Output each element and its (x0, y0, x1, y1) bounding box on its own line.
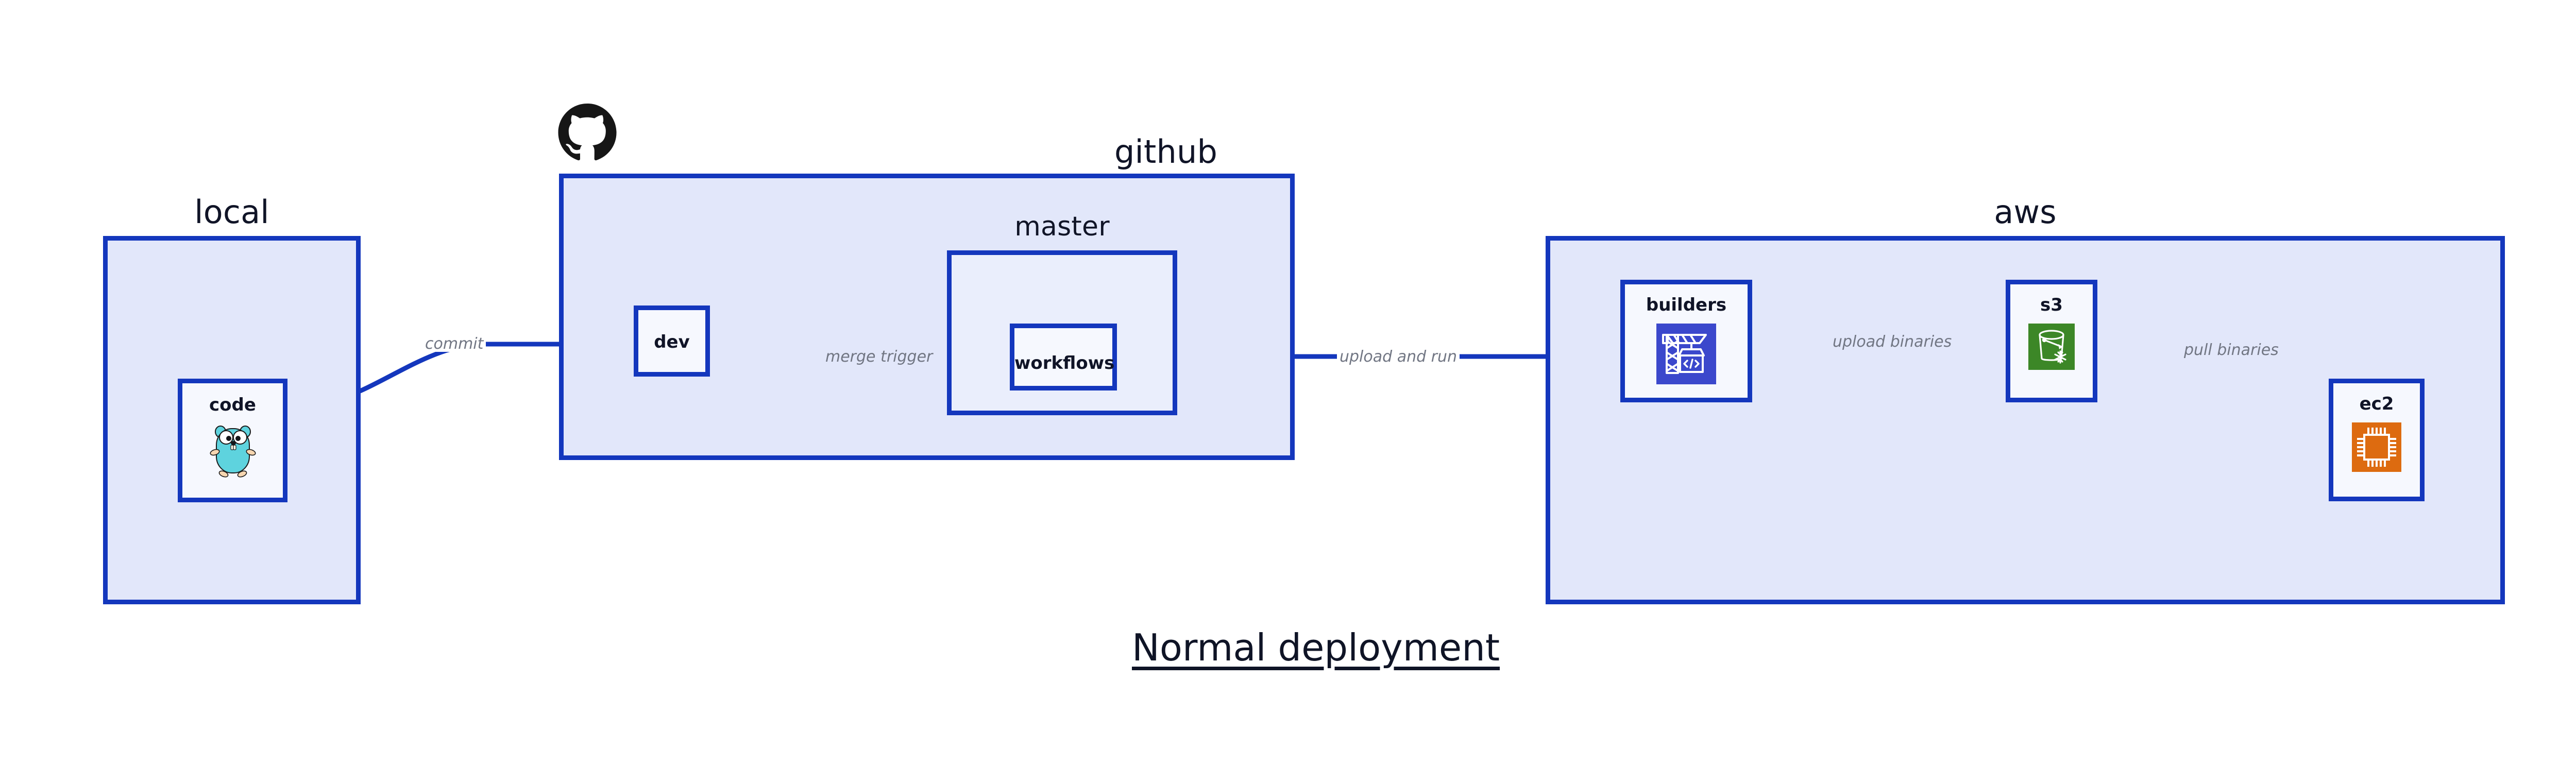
aws-ec2-chip-icon (2352, 422, 2401, 472)
node-box-dev[interactable]: dev (634, 305, 710, 377)
golang-gopher-icon (208, 420, 258, 482)
node-box-s3[interactable]: s3 (2006, 280, 2097, 402)
group-label-aws: aws (1994, 193, 2057, 231)
node-label-workflows: workflows (1014, 353, 1115, 373)
subgroup-label-master: master (1014, 211, 1110, 242)
node-box-builders[interactable]: builders (1620, 280, 1752, 402)
diagram-title: Normal deployment (1132, 626, 1500, 669)
node-box-workflows[interactable]: workflows (1010, 324, 1117, 390)
group-label-local: local (194, 193, 269, 231)
node-box-ec2[interactable]: ec2 (2329, 379, 2425, 501)
edge-label-commit: commit (422, 336, 486, 352)
node-label-ec2: ec2 (2359, 394, 2394, 414)
edge-label-upload-and-run: upload and run (1337, 349, 1460, 365)
aws-codebuild-crane-icon (1656, 324, 1716, 384)
node-label-code: code (209, 395, 256, 415)
node-label-s3: s3 (2040, 295, 2063, 315)
edge-label-upload-binaries: upload binaries (1830, 334, 1955, 350)
edge-label-pull-binaries: pull binaries (2184, 341, 2279, 359)
aws-s3-glacier-bucket-icon (2028, 324, 2075, 370)
node-label-builders: builders (1646, 295, 1727, 315)
edge-label-merge-trigger: merge trigger (823, 349, 936, 365)
node-box-code[interactable]: code (178, 379, 287, 502)
group-label-github: github (1114, 133, 1218, 171)
github-logo (555, 101, 619, 165)
node-label-dev: dev (654, 332, 690, 352)
